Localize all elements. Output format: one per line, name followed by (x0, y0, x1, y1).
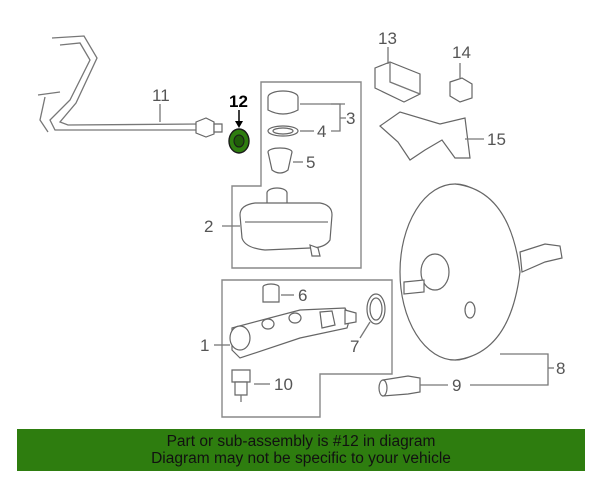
callout-14: 14 (452, 43, 471, 62)
part-8-brake-booster[interactable] (399, 183, 563, 386)
part-10-pressure-sensor[interactable] (231, 369, 270, 402)
callout-5: 5 (306, 153, 315, 172)
part-3-reservoir-cap[interactable] (267, 90, 345, 115)
part-7-o-ring[interactable] (359, 293, 386, 339)
part-14-clip[interactable] (449, 63, 473, 103)
callout-12: 12 (229, 92, 248, 111)
group-box-reservoir (231, 81, 362, 269)
group-box-master-cylinder (221, 279, 393, 418)
callout-15: 15 (487, 130, 506, 149)
part-4-seal[interactable] (267, 125, 314, 137)
banner-line-2: Diagram may not be specific to your vehi… (151, 450, 451, 467)
parts-diagram: 11 12 3 4 5 2 (37, 29, 565, 418)
banner-line-1: Part or sub-assembly is #12 in diagram (166, 433, 436, 450)
callout-2: 2 (204, 217, 213, 236)
part-1-master-cylinder[interactable] (214, 307, 357, 359)
part-11-vacuum-hose[interactable] (37, 35, 223, 138)
callout-7: 7 (350, 337, 359, 356)
part-5-strainer[interactable] (267, 147, 303, 174)
callout-6: 6 (298, 286, 307, 305)
notice-banner: Part or sub-assembly is #12 in diagram D… (17, 429, 585, 471)
part-6-plug[interactable] (262, 283, 294, 303)
part-2-fluid-reservoir[interactable] (222, 187, 333, 257)
callout-11: 11 (152, 86, 170, 105)
callout-13: 13 (378, 29, 397, 48)
callout-4: 4 (317, 122, 326, 141)
callout-3: 3 (346, 109, 355, 128)
callout-10: 10 (274, 375, 293, 394)
callout-8: 8 (556, 359, 565, 378)
part-9-check-valve[interactable] (378, 375, 448, 397)
callout-9: 9 (452, 376, 461, 395)
bracket-3 (331, 103, 346, 132)
part-12-grommet[interactable] (228, 110, 250, 154)
callout-1: 1 (200, 336, 209, 355)
part-13-bracket[interactable] (374, 47, 421, 103)
part-15-mount-bracket[interactable] (379, 111, 484, 161)
